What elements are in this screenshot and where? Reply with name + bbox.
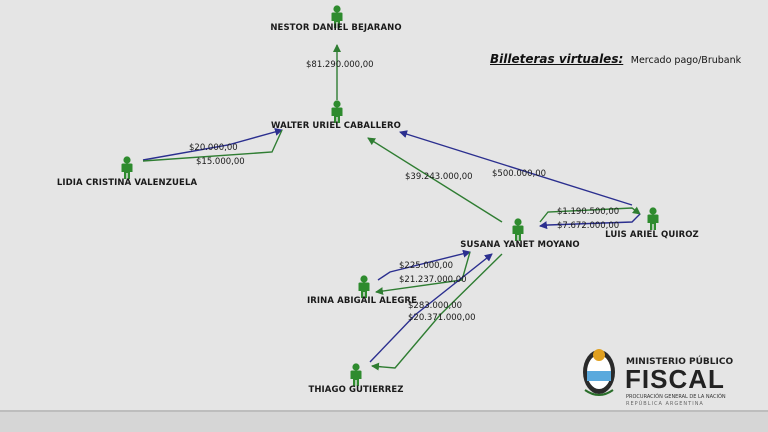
edge-susana-luis — [539, 206, 641, 223]
logo-line-4: REPÚBLICA ARGENTINA — [626, 401, 704, 407]
person-label-thiago: THIAGO GUTIERREZ — [308, 385, 404, 395]
edge-walter-lidia — [142, 129, 283, 162]
person-label-irina: IRINA ABIGAIL ALEGRE — [307, 296, 417, 306]
edge-susana-irina — [375, 251, 471, 295]
amount-susana-thiago: $20.371.000,00 — [408, 313, 476, 323]
amount-lidia-walter: $20.000,00 — [189, 143, 238, 153]
amount-susana-luis: $1.190.500,00 — [557, 207, 620, 217]
logo-line-2: FISCAL — [625, 364, 725, 394]
amount-irina-susana: $225.000,00 — [399, 261, 454, 271]
edge-thiago-susana — [369, 253, 493, 363]
bottom-divider — [0, 410, 768, 412]
argentina-coat-of-arms-icon — [583, 349, 615, 396]
amount-walter-nestor: $81.290.000,00 — [306, 60, 374, 70]
amount-luis-susana: $7.672.000,00 — [557, 221, 620, 231]
person-icon-lidia — [121, 156, 133, 179]
edge-susana-walter — [367, 137, 503, 223]
person-icon-walter — [331, 100, 343, 123]
amount-walter-lidia: $15.000,00 — [196, 157, 245, 167]
edge-irina-susana — [377, 249, 471, 281]
ministerio-publico-fiscal-logo: MINISTERIO PÚBLICO FISCAL PROCURACIÓN GE… — [578, 345, 733, 407]
person-icon-irina — [358, 275, 370, 298]
bottom-strip — [0, 412, 768, 432]
person-label-lidia: LIDIA CRISTINA VALENZUELA — [56, 178, 198, 188]
logo-line-1: MINISTERIO PÚBLICO — [626, 357, 734, 367]
wallet-caption-label: Billeteras virtuales: — [490, 52, 624, 66]
person-label-susana: SUSANA YANET MOYANO — [460, 240, 580, 250]
amount-susana-irina: $21.237.000,00 — [399, 275, 467, 285]
wallet-caption: Billeteras virtuales: Mercado pago/Bruba… — [490, 52, 741, 66]
edge-luis-walter — [399, 130, 633, 206]
amount-luis-walter: $500.000,00 — [492, 169, 547, 179]
edge-lidia-walter — [142, 128, 283, 161]
person-label-nestor: NESTOR DANIEL BEJARANO — [270, 23, 402, 33]
person-icon-susana — [512, 218, 524, 241]
person-label-walter: WALTER URIEL CABALLERO — [271, 121, 401, 131]
person-icon-thiago — [350, 363, 362, 386]
edge-susana-thiago — [371, 253, 503, 371]
person-label-luis: LUIS ARIEL QUIROZ — [605, 230, 699, 240]
logo-line-3: PROCURACIÓN GENERAL DE LA NACIÓN — [626, 394, 726, 400]
edge-luis-susana — [539, 213, 641, 230]
amount-susana-walter: $39.243.000,00 — [405, 172, 473, 182]
person-icon-luis — [647, 207, 659, 230]
wallet-caption-value: Mercado pago/Brubank — [630, 55, 742, 66]
amount-thiago-susana: $283.000,00 — [408, 301, 463, 311]
